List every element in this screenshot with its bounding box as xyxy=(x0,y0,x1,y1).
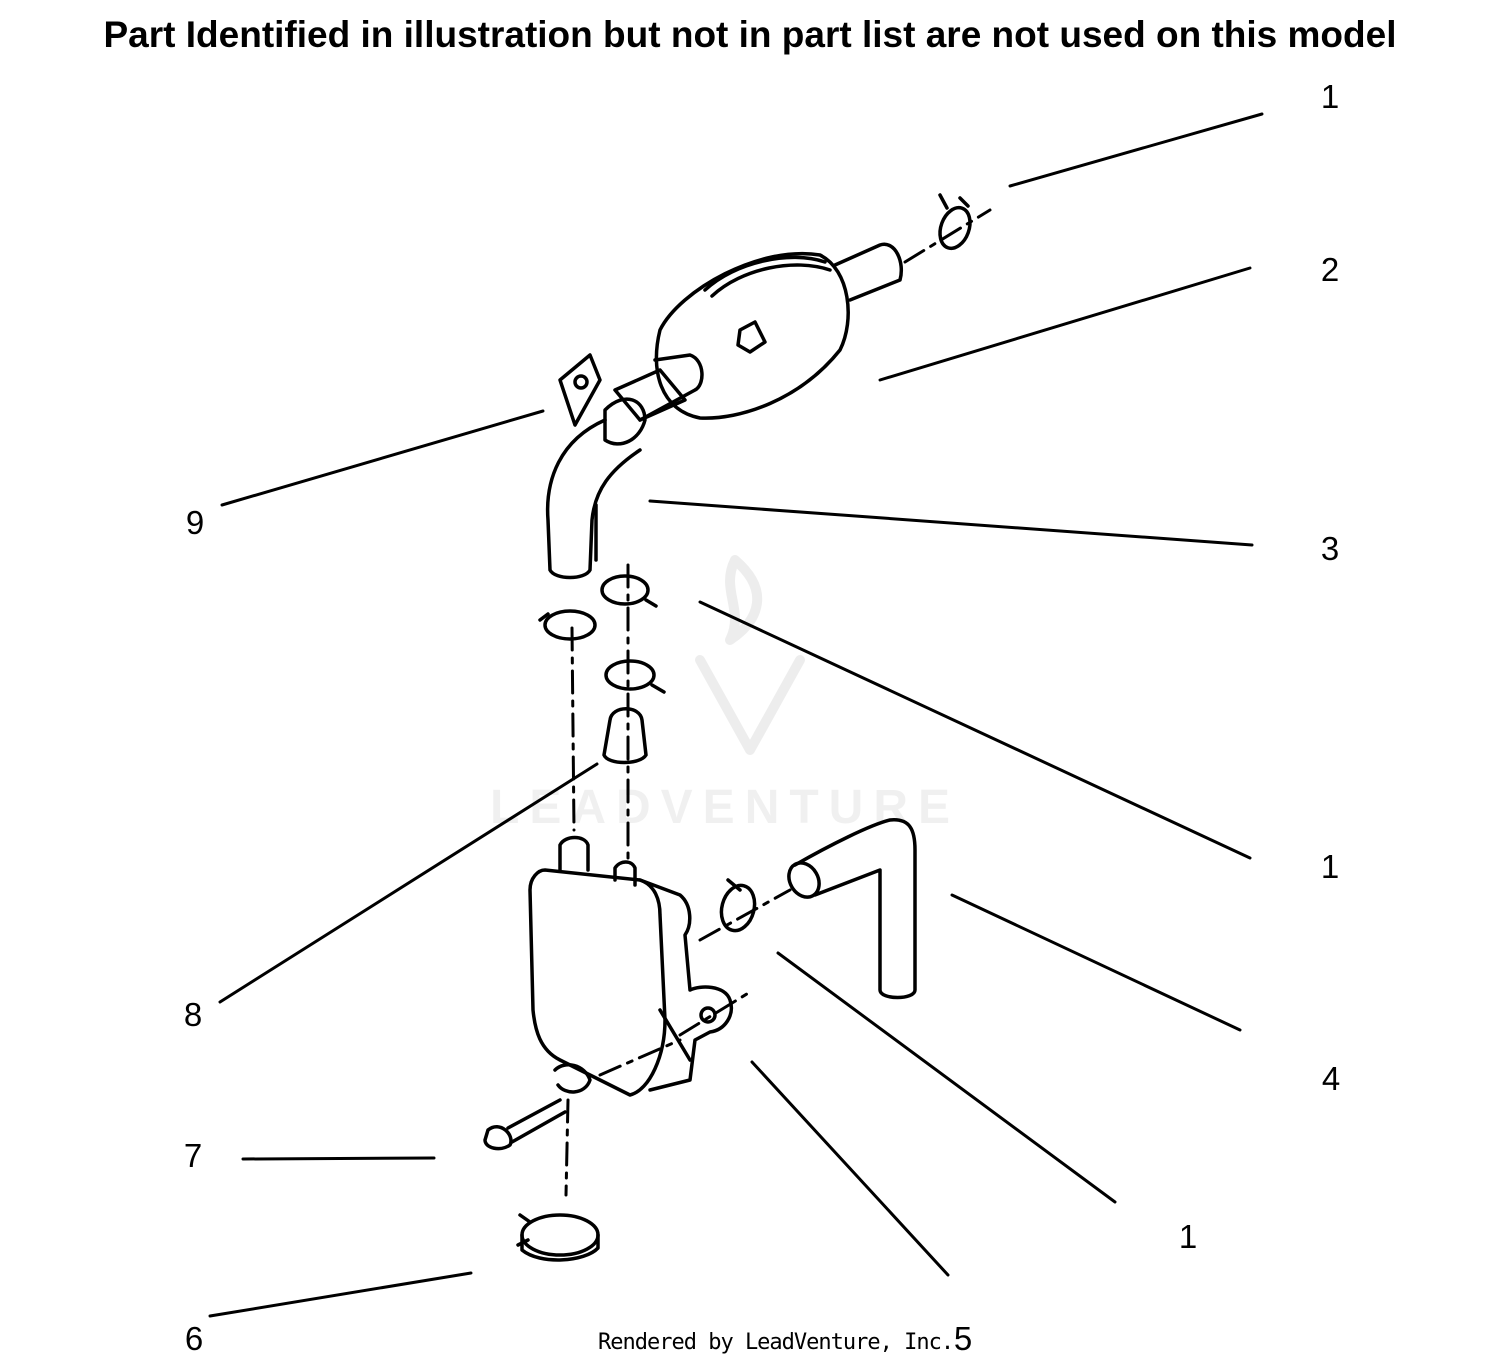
callout-6: 6 xyxy=(184,1320,204,1357)
band-clamp-part xyxy=(516,1213,600,1262)
footer-credit: Rendered by LeadVenture, Inc. xyxy=(598,1330,954,1355)
callout-1-bottom: 1 xyxy=(1178,1218,1198,1255)
vent-cap-part xyxy=(602,707,648,765)
mounting-screw-part xyxy=(483,1063,592,1151)
bent-fuel-line xyxy=(545,353,687,580)
callout-2: 2 xyxy=(1320,251,1340,288)
elbow-hose-part xyxy=(787,818,917,1000)
callout-4: 4 xyxy=(1321,1060,1341,1097)
callout-9: 9 xyxy=(185,504,205,541)
hose-clamp-elbow xyxy=(719,878,757,933)
hose-clamp-lower xyxy=(604,659,666,694)
hose-clamp-top xyxy=(938,193,972,251)
callout-3: 3 xyxy=(1320,530,1340,567)
page-title: Part Identified in illustration but not … xyxy=(103,14,1397,55)
leadventure-logo-icon xyxy=(695,555,805,755)
assembly-axes xyxy=(564,208,992,1197)
callout-1-middle: 1 xyxy=(1320,848,1340,885)
callout-5: 5 xyxy=(953,1320,973,1357)
callout-7: 7 xyxy=(183,1137,203,1174)
fuel-pump-body xyxy=(528,835,733,1097)
leader-lines xyxy=(208,112,1264,1318)
callout-1-top: 1 xyxy=(1320,78,1340,115)
callout-8: 8 xyxy=(183,996,203,1033)
hose-clamp-mid-right xyxy=(600,574,658,608)
hose-clamp-mid-left xyxy=(538,609,597,641)
